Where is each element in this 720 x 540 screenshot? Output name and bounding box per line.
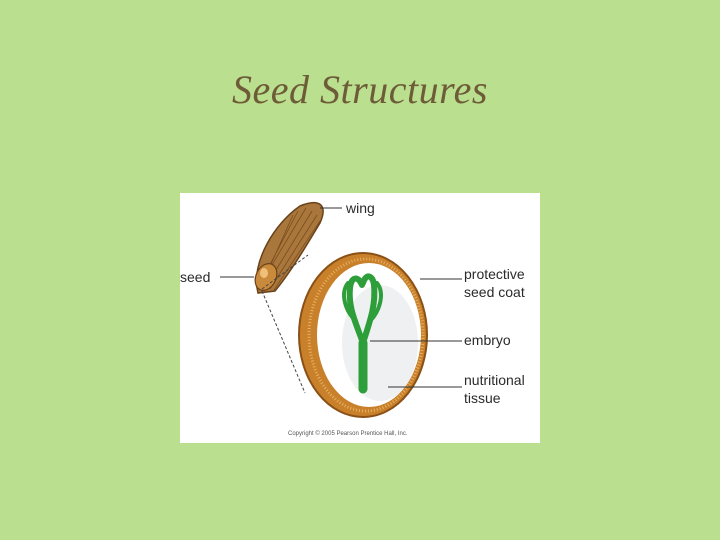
label-seed-coat: seed coat xyxy=(464,284,525,300)
label-wing: wing xyxy=(346,200,375,216)
seed-illustration xyxy=(220,202,462,418)
copyright-credit: Copyright © 2005 Pearson Prentice Hall, … xyxy=(288,431,408,437)
slide-title: Seed Structures xyxy=(232,67,488,112)
label-embryo: embryo xyxy=(464,332,511,348)
label-protective: protective xyxy=(464,266,525,282)
label-tissue: tissue xyxy=(464,390,501,406)
label-nutritional: nutritional xyxy=(464,372,525,388)
winged-seed-drawing xyxy=(254,202,324,294)
seed-diagram: wing seed protective seed coat embryo nu… xyxy=(180,193,540,443)
label-seed: seed xyxy=(180,269,211,285)
embryo-drawing xyxy=(342,273,383,394)
